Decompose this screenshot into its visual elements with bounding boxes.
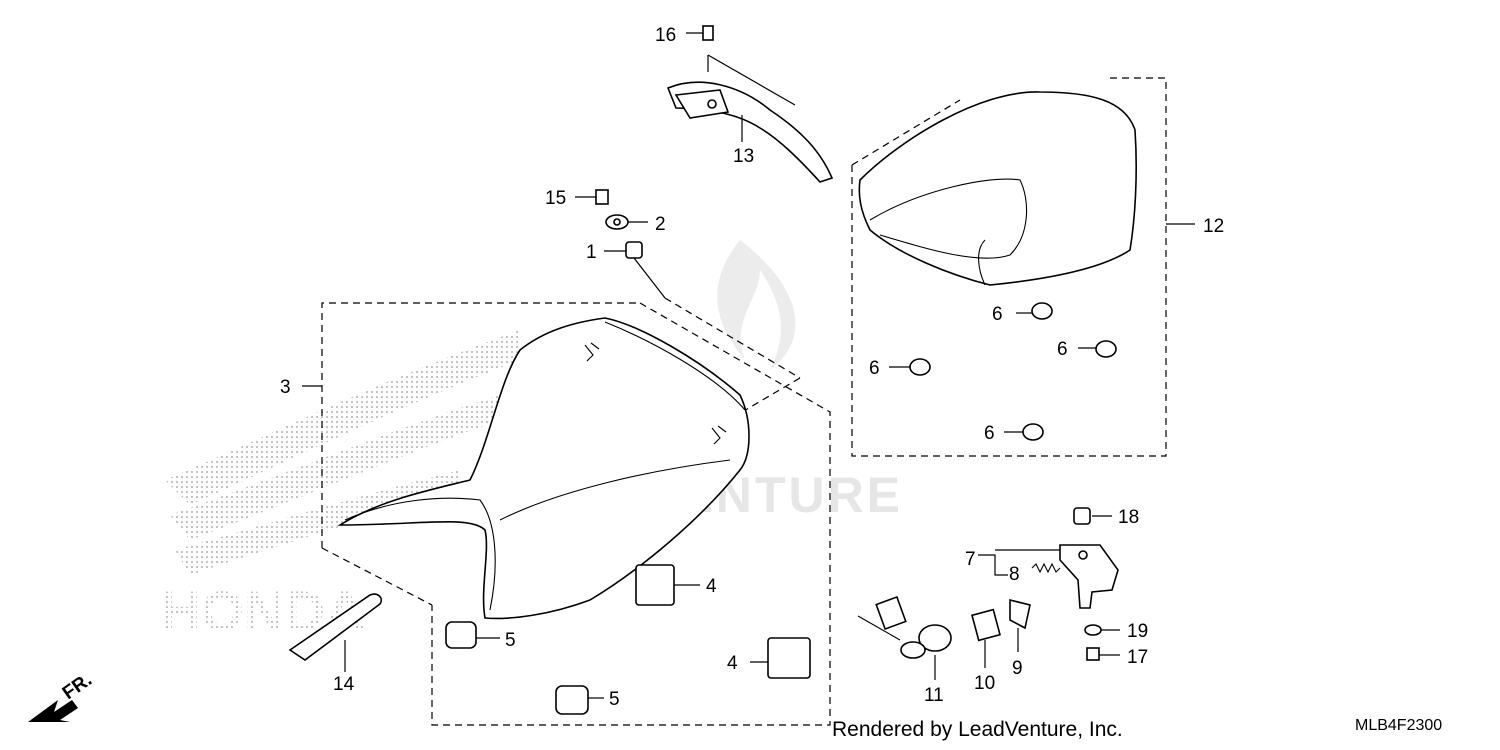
diagram-code: MLB4F2300 xyxy=(1355,717,1443,734)
callout-12: 12 xyxy=(1203,216,1224,237)
bolt-15[interactable] xyxy=(575,189,609,205)
callout-11: 11 xyxy=(924,685,944,706)
callout-14: 14 xyxy=(333,674,355,695)
callout-4a: 4 xyxy=(706,576,717,597)
grommet-1[interactable] xyxy=(604,241,643,259)
callout-18: 18 xyxy=(1118,507,1139,528)
plate-10[interactable] xyxy=(971,608,1001,668)
passenger-seat[interactable] xyxy=(858,91,1137,286)
callout-6a: 6 xyxy=(992,304,1003,325)
passenger-seat-boundary xyxy=(851,77,1167,457)
callout-5a: 5 xyxy=(505,630,516,651)
callout-6d: 6 xyxy=(984,423,995,444)
callouts: 16 13 15 2 1 3 12 6 6 6 6 18 7 8 4 4 5 5… xyxy=(280,25,1224,710)
cushion-6a[interactable] xyxy=(1031,302,1053,320)
seat-strap[interactable] xyxy=(288,593,383,672)
front-arrow-icon: FR. xyxy=(28,669,96,722)
clip-9[interactable] xyxy=(1009,598,1031,652)
callout-10: 10 xyxy=(974,673,995,694)
damper-4a[interactable] xyxy=(635,564,700,606)
callout-2: 2 xyxy=(655,214,666,235)
callout-9: 9 xyxy=(1012,658,1023,679)
footer-credit: Rendered by LeadVenture, Inc. xyxy=(832,718,1123,741)
leader-1-seat xyxy=(633,257,666,299)
seat-bracket[interactable] xyxy=(666,54,834,183)
callout-13: 13 xyxy=(733,146,754,167)
washer-2[interactable] xyxy=(605,214,648,230)
cushion-6c[interactable] xyxy=(909,358,931,376)
callout-19: 19 xyxy=(1127,621,1148,642)
cushion-6d[interactable] xyxy=(1022,423,1044,441)
nut-18[interactable] xyxy=(1073,507,1112,525)
rider-seat-boundary xyxy=(321,297,831,726)
spring-8[interactable] xyxy=(1031,562,1061,574)
cushion-6b[interactable] xyxy=(1095,340,1117,358)
callout-6b: 6 xyxy=(1057,339,1068,360)
damper-4b[interactable] xyxy=(750,637,811,679)
callout-8: 8 xyxy=(1009,564,1020,585)
callout-7: 7 xyxy=(965,549,976,570)
latch-assembly-7[interactable] xyxy=(978,544,1119,609)
damper-5a[interactable] xyxy=(445,621,500,649)
rider-seat[interactable] xyxy=(337,317,750,620)
bolt-17[interactable] xyxy=(1086,647,1120,661)
callout-5b: 5 xyxy=(609,689,620,710)
callout-6c: 6 xyxy=(869,358,880,379)
callout-15: 15 xyxy=(545,188,566,209)
key-cylinder-11[interactable] xyxy=(857,595,952,680)
callout-4b: 4 xyxy=(727,653,738,674)
callout-1: 1 xyxy=(586,242,597,263)
front-arrow-label: FR. xyxy=(59,669,96,704)
callout-17: 17 xyxy=(1127,647,1148,668)
damper-5b[interactable] xyxy=(555,685,604,715)
bolt-16[interactable] xyxy=(686,25,714,41)
honda-wing-logo: HONDA xyxy=(160,330,520,642)
washer-19[interactable] xyxy=(1084,624,1120,636)
callout-16: 16 xyxy=(655,25,676,46)
callout-3: 3 xyxy=(280,377,291,398)
